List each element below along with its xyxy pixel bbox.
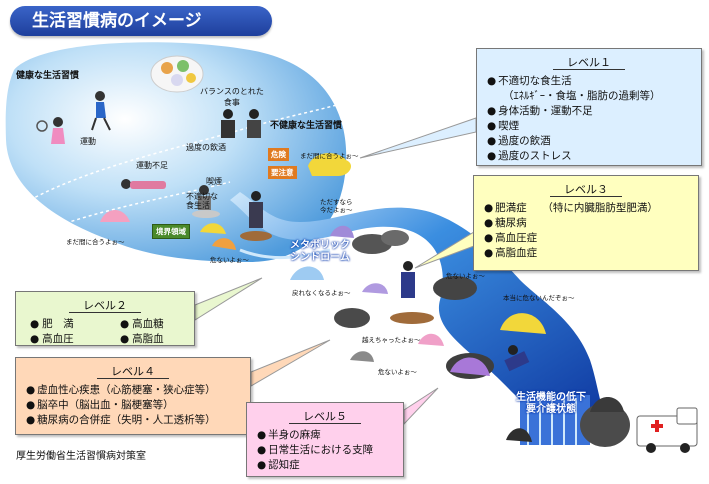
level-1-box: レベル１ 不適切な食生活 （ｴﾈﾙｷﾞｰ・食塩・脂肪の過剰等） 身体活動・運動不…	[476, 48, 702, 166]
level-1-item: 喫煙	[487, 119, 701, 134]
level-4-item: 脳卒中（脳出血・脳梗塞等）	[26, 398, 250, 413]
speech-still-in-time: まだ間に合うよぉ～	[300, 152, 359, 160]
level-1-heading: レベル１	[553, 56, 625, 70]
callout-pointer	[403, 387, 439, 426]
level-5-heading: レベル５	[289, 410, 361, 424]
person-falling	[504, 345, 530, 372]
level-2-box: レベル２ 肥 満 高血糖 高血圧 高脂血	[15, 291, 195, 346]
creature-orange	[212, 238, 236, 250]
person-lying	[121, 179, 166, 189]
level-5-item: 半身の麻痺	[257, 428, 403, 443]
danger-sign: 危険	[268, 148, 289, 161]
person-running	[91, 91, 111, 131]
level-2-item: 肥 満	[30, 317, 120, 332]
rock	[334, 308, 370, 328]
creature-pink	[100, 210, 130, 222]
level-3-item: 肥満症 （特に内臓脂肪型肥満）	[484, 201, 698, 216]
creature-purple	[450, 357, 490, 376]
level-3-item: 糖尿病	[484, 216, 698, 231]
improper-diet-label: 不適切な食生活	[186, 192, 218, 210]
creature-purple	[362, 283, 388, 294]
speech-dangerous: 危ないよぉ～	[378, 368, 417, 376]
border-area-sign: 境界領域	[152, 224, 190, 239]
person-tennis	[36, 117, 65, 144]
healthy-habits-label: 健康な生活習慣	[16, 71, 80, 81]
level-1-item: 過度のストレス	[487, 149, 701, 164]
creature-dark	[590, 397, 624, 412]
ambulance-icon	[636, 407, 698, 453]
smoking-label: 喫煙	[206, 177, 222, 186]
level-5-item: 日常生活における支障	[257, 443, 403, 458]
level-3-item: 高血圧症	[484, 231, 698, 246]
creature-yellow	[200, 223, 226, 234]
level-2-heading: レベル２	[69, 299, 141, 313]
speech-crossed: 越えちゃったよぉ～	[362, 336, 421, 344]
creature-yellow	[500, 313, 546, 334]
person-raft	[390, 261, 434, 324]
speech-dangerous: 危ないよぉ～	[446, 272, 485, 280]
speech-cant-return: 戻れなくなるよぉ～	[292, 289, 351, 297]
level-3-heading: レベル３	[550, 183, 622, 197]
creature-purple	[330, 225, 354, 238]
callout-pointer	[194, 277, 263, 321]
creature-yellow	[308, 153, 352, 176]
river	[230, 192, 620, 440]
unhealthy-habits-label: 不健康な生活習慣	[270, 121, 343, 131]
page-title: 生活習慣病のイメージ	[10, 6, 272, 36]
level-4-box: レベル４ 虚血性心疾患（心筋梗塞・狭心症等） 脳卒中（脳出血・脳梗塞等） 糖尿病…	[15, 357, 251, 435]
speech-really-dangerous: 本当に危ないんだぞぉ～	[503, 294, 575, 302]
rock	[580, 403, 630, 447]
lack-of-exercise-label: 運動不足	[136, 161, 168, 170]
metabolic-syndrome-label: メタボリックシンドローム	[290, 240, 350, 263]
callout-pointer	[250, 339, 331, 387]
level-1-item-note: （ｴﾈﾙｷﾞｰ・食塩・脂肪の過剰等）	[503, 90, 661, 102]
rock	[433, 276, 477, 300]
balanced-food-icon	[150, 55, 204, 93]
boundary-line	[59, 181, 231, 226]
speech-still-in-time: まだ間に合うよぉ～	[66, 238, 125, 246]
person-standing-border	[240, 191, 272, 241]
function-decline-label: 生活機能の低下要介護状態	[516, 392, 586, 415]
excess-drinking-label: 過度の飲酒	[186, 143, 226, 152]
level-2-item: 高血糖	[120, 317, 200, 332]
speech-now-possible: ただすなら今だよぉ～	[320, 198, 353, 214]
creature-gray	[350, 351, 374, 362]
level-2-item: 高脂血	[120, 332, 200, 347]
creature-dark	[506, 428, 532, 442]
level-1-item: 過度の飲酒	[487, 134, 701, 149]
level-1-item: 不適切な食生活	[487, 74, 701, 89]
waterfall	[520, 395, 590, 445]
callout-pointer	[359, 117, 477, 159]
river-foam	[239, 248, 331, 259]
level-5-box: レベル５ 半身の麻痺 日常生活における支障 認知症	[246, 402, 404, 477]
waterfall-streaks	[527, 398, 577, 445]
level-4-heading: レベル４	[97, 365, 169, 379]
creature-pink	[418, 333, 444, 346]
level-3-item: 高脂血症	[484, 246, 698, 261]
level-3-box: レベル３ 肥満症 （特に内臓脂肪型肥満） 糖尿病 高血圧症 高脂血症	[473, 175, 699, 271]
level-5-item: 認知症	[257, 458, 403, 473]
level-2-item: 高血圧	[30, 332, 120, 347]
level-1-item: 身体活動・運動不足	[487, 104, 701, 119]
level-4-item: 虚血性心疾患（心筋梗塞・狭心症等）	[26, 383, 250, 398]
person-drinking	[221, 109, 261, 138]
person-eating	[192, 185, 220, 218]
rock	[381, 230, 409, 246]
speech-dangerous: 危ないよぉ～	[210, 256, 249, 264]
balanced-diet-label: バランスのとれた食事	[200, 87, 264, 107]
creature-blue	[290, 266, 324, 280]
source-credit: 厚生労働省生活習慣病対策室	[16, 451, 146, 462]
caution-sign: 要注意	[268, 166, 297, 179]
exercise-label: 運動	[80, 137, 96, 146]
level-4-item: 糖尿病の合併症（失明・人工透析等）	[26, 413, 250, 428]
